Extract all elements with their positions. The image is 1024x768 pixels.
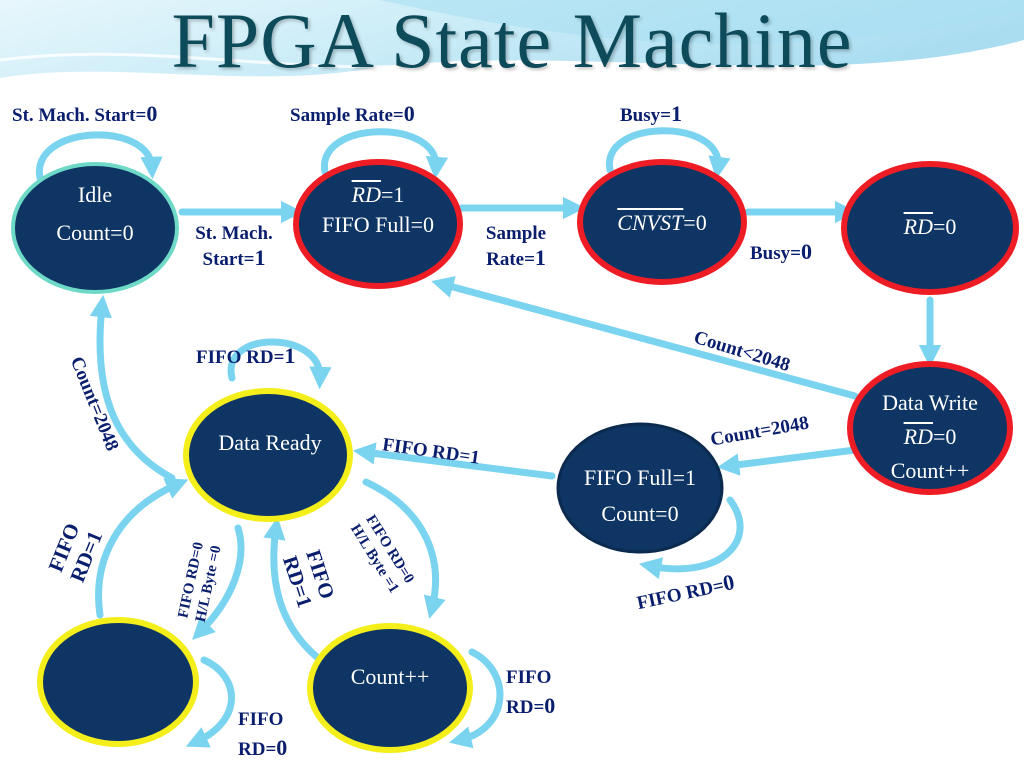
state-read-text: RD=0 <box>850 212 1010 242</box>
arrow-dataready-to-bottomleft <box>192 524 245 640</box>
arrow-rdwait-self <box>321 128 449 180</box>
cnvst-value: =0 <box>683 210 707 235</box>
arrow-countinc-self <box>449 648 504 749</box>
fifo-full-count: Count=0 <box>601 501 679 526</box>
state-convert-text: CNVST=0 <box>582 208 742 238</box>
arrow-fifofull-self <box>639 496 744 580</box>
arrow-bottomleft-self <box>185 656 235 748</box>
arrow-countinc-to-dataready <box>263 516 322 662</box>
rd-symbol-read: RD <box>903 214 933 239</box>
label-fifo-rd-1-top: FIFO RD=1 <box>196 343 296 369</box>
count-increment: Count++ <box>890 458 970 483</box>
label-busy-0: Busy=0 <box>750 239 812 265</box>
state-convert[interactable] <box>577 159 747 285</box>
arrow-idle-self <box>36 131 163 182</box>
rd-symbol: RD <box>351 182 381 207</box>
state-fifo-full-text: FIFO Full=1 Count=0 <box>560 460 720 532</box>
label-st-mach-start-1: St. Mach. Start=1 <box>195 223 273 270</box>
state-idle-text: Idle Count=0 <box>15 180 175 248</box>
state-data-write[interactable] <box>847 361 1013 495</box>
rd-value-write: =0 <box>932 424 957 449</box>
header-swoosh <box>0 0 1024 78</box>
rd-symbol-write: RD <box>903 424 933 449</box>
state-idle[interactable] <box>11 162 179 294</box>
label-sample-rate-1: Sample Rate=1 <box>485 223 547 270</box>
state-data-ready[interactable] <box>183 388 353 522</box>
arrow-datawrite-to-rdwait <box>431 276 859 400</box>
state-data-ready-text: Data Ready <box>218 430 322 455</box>
label-fifo-rd-0-bottom-right: FIFO RD=0 <box>506 667 556 718</box>
arrow-fifofull-to-dataready <box>352 442 556 480</box>
label-sample-rate-0: Sample Rate=0 <box>290 101 415 127</box>
arrow-bottomleft-to-dataready <box>95 478 189 619</box>
state-idle-count: Count=0 <box>56 220 134 245</box>
state-bottom-left[interactable] <box>37 617 199 747</box>
fifo-full-flag: FIFO Full=1 <box>583 465 697 490</box>
page-title: FPGA State Machine <box>171 0 853 84</box>
arrow-dataready-self <box>227 338 332 390</box>
rd-value: =1 <box>380 182 405 207</box>
cnvst-symbol: CNVST <box>617 210 684 235</box>
arrow-dataready-to-countinc <box>362 478 446 619</box>
state-count-inc[interactable] <box>307 623 473 753</box>
state-read[interactable] <box>841 161 1019 295</box>
label-fifo-rd-0-bottom-left: FIFO RD=0 <box>238 709 288 760</box>
label-busy-1: Busy=1 <box>620 101 682 127</box>
state-data-write-text: Data Write RD=0 Count++ <box>850 386 1010 488</box>
state-rd-wait[interactable] <box>293 159 463 289</box>
rd-value-read: =0 <box>932 214 957 239</box>
data-write-name: Data Write <box>882 390 978 415</box>
state-rd-wait-text: RD=1 FIFO Full=0 <box>298 180 458 240</box>
fifo-full-condition: FIFO Full=0 <box>321 212 435 237</box>
arrow-dataready-to-idle <box>89 294 176 482</box>
label-st-mach-start-0: St. Mach. Start=0 <box>12 101 158 127</box>
state-fifo-full[interactable] <box>556 422 724 554</box>
state-idle-name: Idle <box>77 182 113 207</box>
arrow-datawrite-to-fifofull <box>716 446 859 476</box>
arrow-convert-self <box>606 127 731 180</box>
state-count-inc-text: Count++ <box>350 664 430 689</box>
